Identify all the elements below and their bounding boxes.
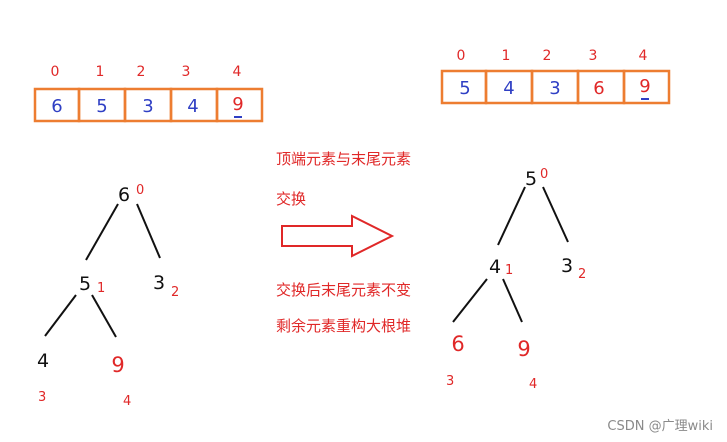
array-before-index-4: 4: [233, 64, 242, 80]
array-before-index-0: 0: [51, 64, 60, 80]
caption-top-line2: 交换: [276, 190, 306, 208]
tree-before-node-4: 9: [111, 353, 124, 377]
array-before: 0 1 2 3 4 6 5 3 4 9: [33, 64, 264, 123]
tree-after-edge-0-1: [497, 186, 526, 246]
tree-before-node-2-index: 2: [171, 285, 179, 300]
array-after-index-4: 4: [639, 48, 648, 64]
array-before-value-1: 5: [96, 96, 107, 117]
right-arrow-icon: [281, 214, 395, 258]
array-before-value-0: 6: [51, 96, 62, 117]
array-after-index-0: 0: [457, 48, 466, 64]
array-before-cell-4: [215, 87, 264, 123]
tree-after-edge-1-3: [452, 278, 488, 323]
array-before-index-2: 2: [137, 64, 146, 80]
tree-before-node-2: 3: [153, 272, 165, 294]
array-after-value-2: 3: [549, 78, 560, 99]
tree-before-node-1: 5: [79, 273, 91, 295]
tree-before-node-1-index: 1: [97, 281, 105, 296]
array-after: 0 1 2 3 4 5 4 3 6 9: [440, 48, 671, 105]
tree-before-node-0: 6: [118, 184, 130, 206]
tree-before-edge-1-4: [91, 294, 117, 338]
caption-bottom-line2: 剩余元素重构大根堆: [276, 317, 411, 335]
array-after-value-3: 6: [593, 78, 604, 99]
tree-after-node-4: 9: [517, 337, 530, 361]
tree-before-node-3: 4: [37, 350, 49, 372]
tree-after-node-0: 5: [525, 168, 537, 190]
caption-top-line1: 顶端元素与末尾元素: [276, 150, 411, 168]
tree-after-edge-0-2: [542, 186, 569, 243]
tree-after-node-3-index: 3: [446, 374, 454, 389]
array-after-value-0: 5: [459, 78, 470, 99]
array-before-value-3: 4: [187, 96, 198, 117]
tree-before-node-3-index: 3: [38, 390, 46, 405]
tree-after-edge-1-4: [502, 278, 523, 323]
array-after-index-3: 3: [589, 48, 598, 64]
tree-before-edge-0-2: [136, 203, 161, 259]
tree-before-edge-0-1: [85, 203, 119, 261]
tree-after: 5 0 4 1 3 2 6 3 9 4: [446, 167, 586, 392]
tree-after-node-1: 4: [489, 256, 501, 278]
tree-after-node-2-index: 2: [578, 267, 586, 282]
tree-before-node-0-index: 0: [136, 183, 144, 198]
array-before-value-4: 9: [232, 94, 243, 115]
tree-after-node-4-index: 4: [529, 377, 537, 392]
tree-after-node-0-index: 0: [540, 167, 548, 182]
array-before-index-3: 3: [182, 64, 191, 80]
transition: 顶端元素与末尾元素 交换 交换后末尾元素不变 剩余元素重构大根堆: [276, 150, 411, 335]
array-after-value-1: 4: [503, 78, 514, 99]
tree-before: 6 0 5 1 3 2 4 3 9 4: [37, 183, 179, 409]
tree-after-node-2: 3: [561, 255, 573, 277]
tree-before-edge-1-3: [44, 294, 77, 337]
array-after-value-4: 9: [639, 76, 650, 97]
tree-before-node-4-index: 4: [123, 394, 131, 409]
tree-after-node-3: 6: [451, 332, 464, 356]
tree-after-node-1-index: 1: [505, 263, 513, 278]
array-after-index-2: 2: [543, 48, 552, 64]
caption-bottom-line1: 交换后末尾元素不变: [276, 281, 411, 299]
array-before-value-2: 3: [142, 96, 153, 117]
array-after-cell-4: [622, 69, 671, 105]
array-after-index-1: 1: [502, 48, 511, 64]
watermark: CSDN @广理wiki: [607, 419, 713, 434]
array-before-index-1: 1: [96, 64, 105, 80]
